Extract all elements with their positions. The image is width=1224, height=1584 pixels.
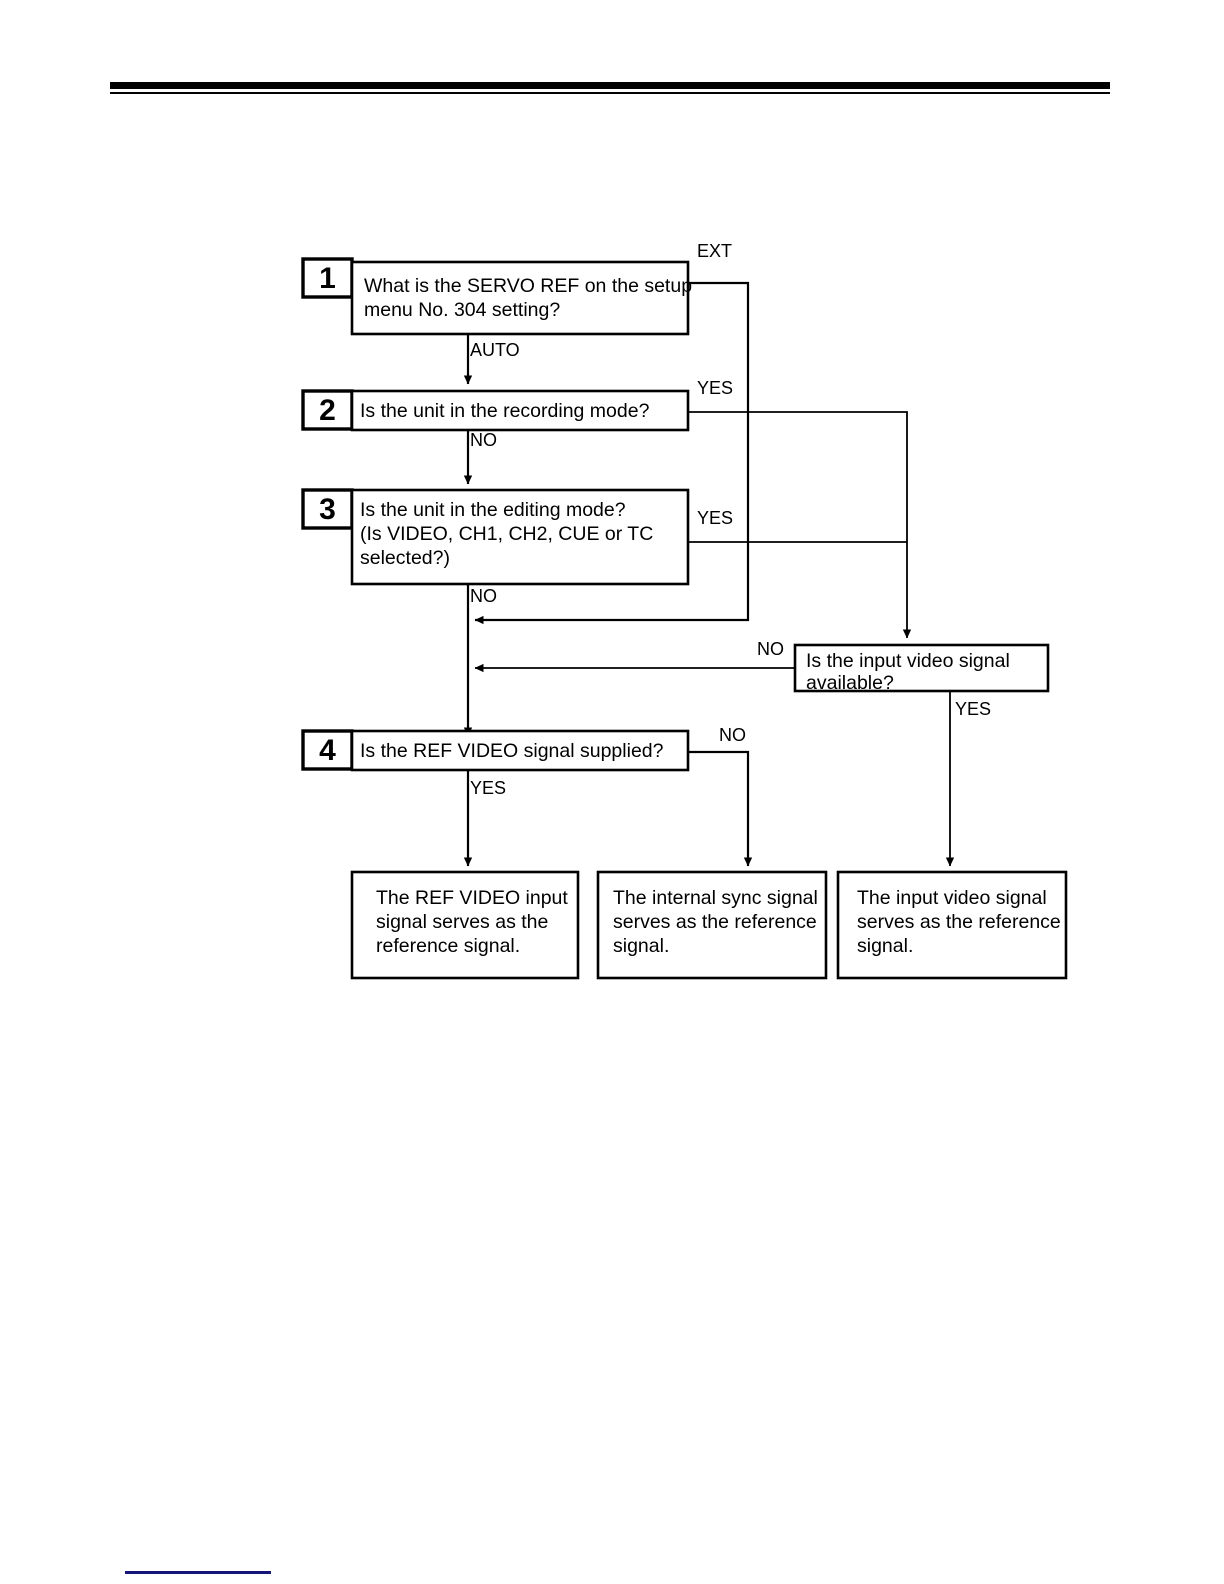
step3-badge-label: 3 (319, 493, 336, 526)
step4-badge-label: 4 (319, 734, 336, 767)
result-internal-line3: signal. (613, 935, 669, 957)
result-internal-box (596, 870, 828, 980)
flow-node-step3: 3 Is the unit in the editing mode? (Is V… (301, 488, 690, 586)
result-refvideo-box (350, 870, 580, 980)
edge-label-no2: NO (470, 430, 497, 450)
edge-label-yes3: YES (697, 508, 733, 528)
flow-node-result-inputvideo: The input video signal serves as the ref… (836, 870, 1068, 980)
flow-node-result-internal: The internal sync signal serves as the r… (596, 870, 828, 980)
step1-box (350, 260, 690, 336)
result-inputvideo-line1: The input video signal (857, 887, 1047, 909)
step4-badge-box (301, 729, 354, 771)
step1-text-line2: menu No. 304 setting? (364, 299, 560, 321)
edge-label-no3: NO (470, 586, 497, 606)
video-avail-box (793, 643, 1050, 693)
edge-label-ext: EXT (697, 241, 732, 261)
step1-badge-label: 1 (319, 262, 336, 295)
step3-text-line1: Is the unit in the editing mode? (360, 499, 626, 521)
result-inputvideo-line2: serves as the reference (857, 911, 1061, 933)
step2-text-line1: Is the unit in the recording mode? (360, 400, 650, 422)
step3-text-line3: selected?) (360, 547, 450, 569)
edge-step1-ext-to-step4 (474, 281, 750, 625)
flow-node-result-refvideo: The REF VIDEO input signal serves as the… (350, 870, 580, 980)
result-refvideo-line1: The REF VIDEO input (376, 887, 568, 909)
result-inputvideo-box (836, 870, 1068, 980)
video-avail-text-line1: Is the input video signal (806, 650, 1010, 672)
edge-label-yes4: YES (470, 778, 506, 798)
footer-rule (125, 1571, 271, 1574)
result-internal-line2: serves as the reference (613, 911, 817, 933)
result-refvideo-line3: reference signal. (376, 935, 520, 957)
edge-label-no-video: NO (757, 639, 784, 659)
result-refvideo-line2: signal serves as the (376, 911, 548, 933)
step3-box (350, 488, 690, 586)
step2-badge-box (301, 389, 354, 431)
flow-node-step2: 2 Is the unit in the recording mode? (301, 389, 690, 432)
flow-node-step1: 1 What is the SERVO REF on the setup men… (301, 257, 692, 336)
edge-label-auto: AUTO (470, 340, 520, 360)
result-inputvideo-line3: signal. (857, 935, 913, 957)
edge-step2-yes-to-video-avail (688, 411, 912, 639)
step3-text-line2: (Is VIDEO, CH1, CH2, CUE or TC (360, 523, 653, 545)
header-rule-thin (110, 92, 1110, 94)
edge-label-no4: NO (719, 725, 746, 745)
step2-box (350, 389, 690, 432)
step4-box (350, 729, 690, 772)
video-avail-text-line2: available? (806, 672, 894, 694)
step1-text-line1: What is the SERVO REF on the setup (364, 275, 692, 297)
edge-label-yes2: YES (697, 378, 733, 398)
flow-node-step4: 4 Is the REF VIDEO signal supplied? (301, 729, 690, 772)
step4-text-line1: Is the REF VIDEO signal supplied? (360, 740, 664, 762)
flow-node-video-avail: Is the input video signal available? (793, 643, 1050, 694)
header-rule-thick (110, 82, 1110, 89)
result-internal-line1: The internal sync signal (613, 887, 818, 909)
edge-step4-no-to-result-internal (688, 750, 753, 867)
edge-label-yes-video: YES (955, 699, 991, 719)
step2-badge-label: 2 (319, 394, 336, 427)
